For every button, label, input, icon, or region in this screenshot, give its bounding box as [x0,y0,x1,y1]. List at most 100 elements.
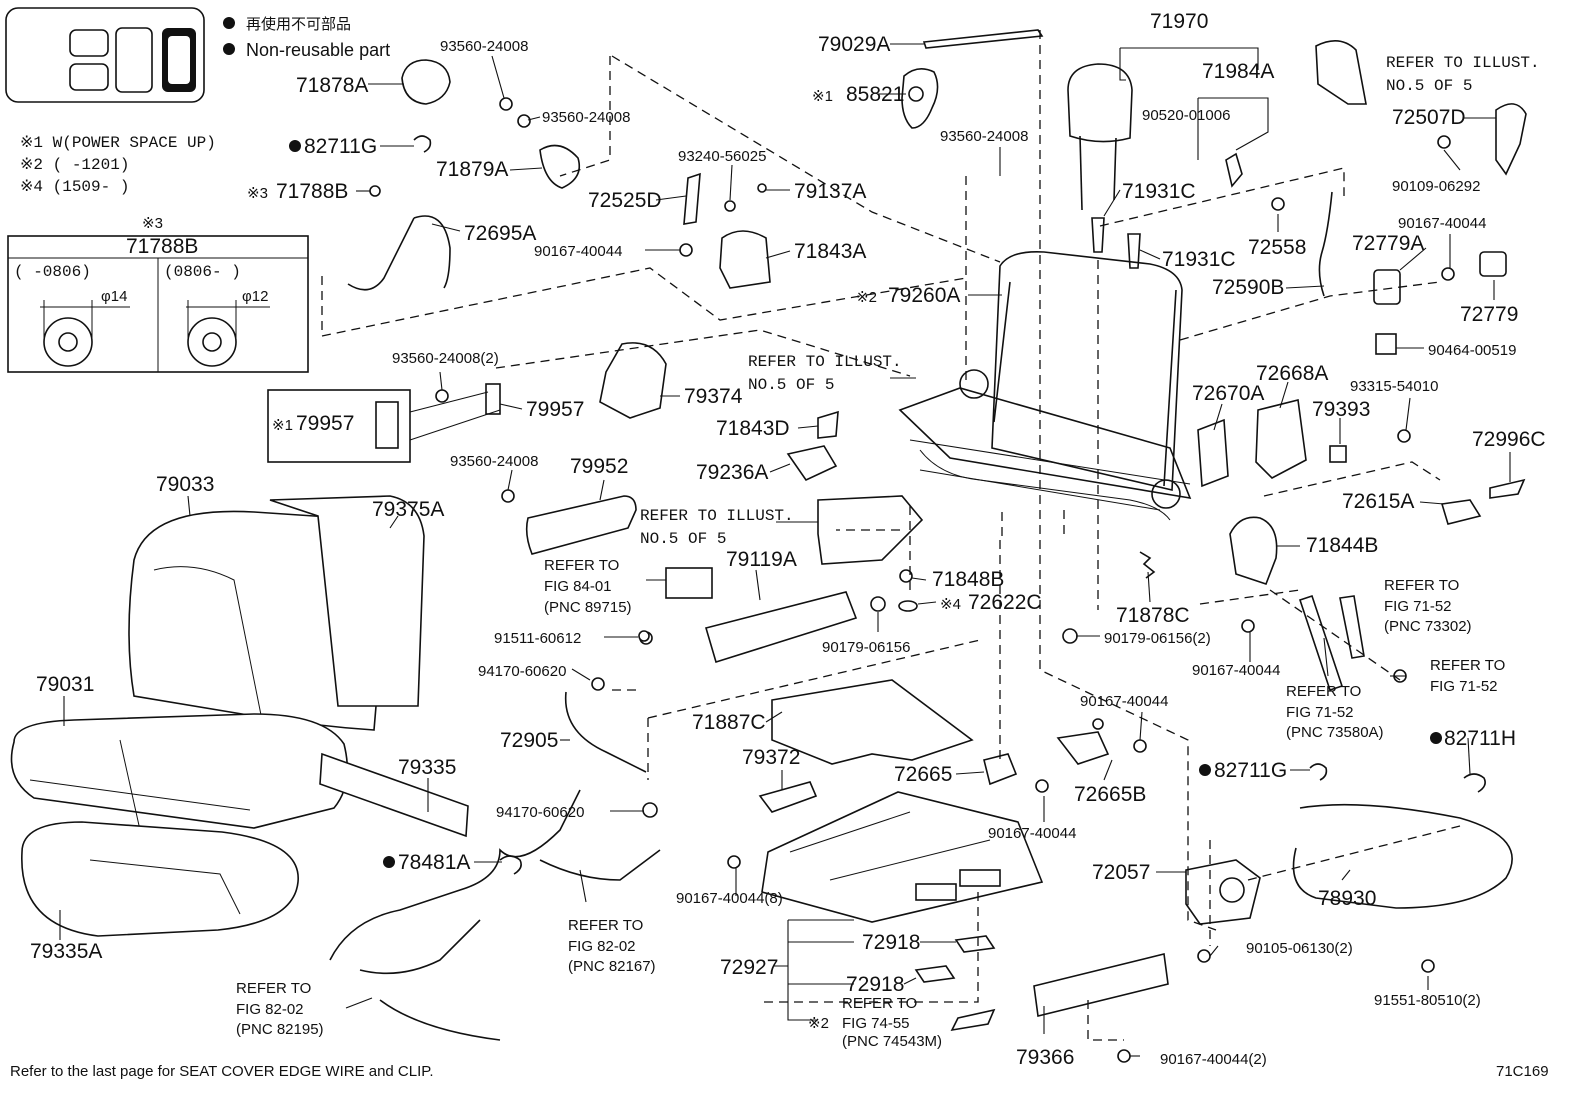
label-72525d: 72525D [588,189,662,212]
refer-fig-82-02-b-pnc: (PNC 82195) [236,1021,324,1038]
refer-fig-82-02-a-fig[interactable]: FIG 82-02 [568,938,636,955]
refer-illust-top[interactable]: REFER TO ILLUST. [1386,54,1540,72]
label-90167-40044: 90167-40044 [1398,215,1486,232]
table-left-dia: φ14 [101,288,127,305]
label-91551-80510-2: 91551-80510(2) [1374,992,1481,1009]
refer-fig-71-52-b[interactable]: REFER TO [1430,657,1505,674]
label-71788b-mark: ※3 [247,185,268,202]
refer-fig-82-02-b-fig[interactable]: FIG 82-02 [236,1001,304,1018]
nut-icon [642,802,658,818]
refer-fig-82-02-a[interactable]: REFER TO [568,917,643,934]
label-90520-01006: 90520-01006 [1142,107,1230,124]
label-79957-box: 79957 [296,412,354,435]
part-72996c [1489,478,1526,499]
label-93560-24008: 93560-24008 [440,38,528,55]
label-82711g: 82711G [304,135,377,158]
label-72622c-mark: ※4 [940,596,961,613]
part-78930 [1292,803,1513,909]
part-71887c [771,679,974,765]
label-72668a: 72668A [1256,362,1328,385]
nut-icon [1062,628,1078,644]
refer-fig-71-52-c[interactable]: REFER TO [1286,683,1361,700]
part-73302 [1298,594,1344,692]
part-71970-headrest [1067,63,1133,143]
label-79335: 79335 [398,756,456,779]
label-71931c: 71931C [1162,248,1236,271]
label-82711h: 82711H [1444,727,1516,750]
label-71887c: 71887C [692,711,766,734]
refer-illust-3[interactable]: REFER TO ILLUST. [640,507,794,525]
part-73580a [1339,595,1365,659]
part-79957 [485,383,501,415]
table-right-dia: φ12 [242,288,268,305]
clip-icon [413,135,432,153]
refer-fig-84-01-fig[interactable]: FIG 84-01 [544,578,612,595]
label-71843a: 71843A [794,240,866,263]
assembly-dashed-lines [321,30,1461,1041]
screw-icon [501,489,515,503]
bolt-icon [1397,429,1411,443]
non-reusable-dot-icon [1199,764,1211,776]
refer-illust-1[interactable]: REFER TO ILLUST. [748,353,902,371]
part-79029a [922,29,1044,49]
vehicle-seat-layout-icon [5,7,205,103]
wire-harness-82167 [539,849,661,881]
label-79260a: 79260A [888,284,960,307]
label-85821: 85821 [846,83,904,106]
note-4: ※4 (1509- ) [20,178,129,196]
screw-icon [757,183,767,193]
label-82711g: 82711G [1214,759,1287,782]
part-71843d [817,410,839,439]
refer-74-55-part-icon [950,1008,996,1032]
part-72057 [1185,859,1261,925]
label-79260a-mark: ※2 [856,289,877,306]
refer-fig-71-52-a-fig[interactable]: FIG 71-52 [1384,598,1452,615]
refer-fig-74-55-fig[interactable]: FIG 74-55 [842,1015,910,1032]
screw-icon [499,97,513,111]
label-79335a: 79335A [30,940,102,963]
refer-fig-71-52-b-fig[interactable]: FIG 71-52 [1430,678,1498,695]
bolt-icon [1092,718,1104,730]
label-79372: 79372 [742,746,800,769]
label-78481a: 78481A [398,851,470,874]
screw-icon [724,200,736,212]
label-72695a: 72695A [464,222,536,245]
refer-fig-82-02-b[interactable]: REFER TO [236,980,311,997]
label-71843d: 71843D [716,417,790,440]
part-79372 [758,781,818,813]
label-79033: 79033 [156,473,214,496]
refer-fig-71-52-c-fig[interactable]: FIG 71-52 [1286,704,1354,721]
figure-code: 71C169 [1496,1063,1549,1080]
refer-fig-71-52-a[interactable]: REFER TO [1384,577,1459,594]
legend-en: Non-reusable part [246,40,390,60]
label-79957: 79957 [526,398,584,421]
refer-fig-74-55[interactable]: REFER TO [842,995,917,1012]
part-79260a-seat-frame [898,250,1192,521]
label-72779: 72779 [1460,303,1518,326]
part-79952 [525,495,637,555]
screw-icon [517,114,531,128]
label-79393: 79393 [1312,398,1370,421]
part-71843a [719,230,771,289]
non-reusable-dot-icon [223,17,235,29]
nut-icon [870,596,886,612]
refer-fig-84-01[interactable]: REFER TO [544,557,619,574]
label-93560-24008: 93560-24008 [940,128,1028,145]
screw-icon [679,243,693,257]
part-79335 [319,752,469,838]
part-71844b [1229,516,1278,586]
label-79952: 79952 [570,455,628,478]
part-72665b [1056,731,1110,765]
part-85821 [901,68,939,129]
leader-lines [59,43,1511,1057]
label-72665: 72665 [894,763,952,786]
part-71788b [369,185,381,197]
screw-icon [1441,267,1455,281]
wire-harness-82195 [329,789,581,1041]
label-94170-60620: 94170-60620 [496,804,584,821]
part-72590b [1318,191,1333,297]
part-72779a [1373,269,1401,305]
part-71931c [1127,233,1141,269]
